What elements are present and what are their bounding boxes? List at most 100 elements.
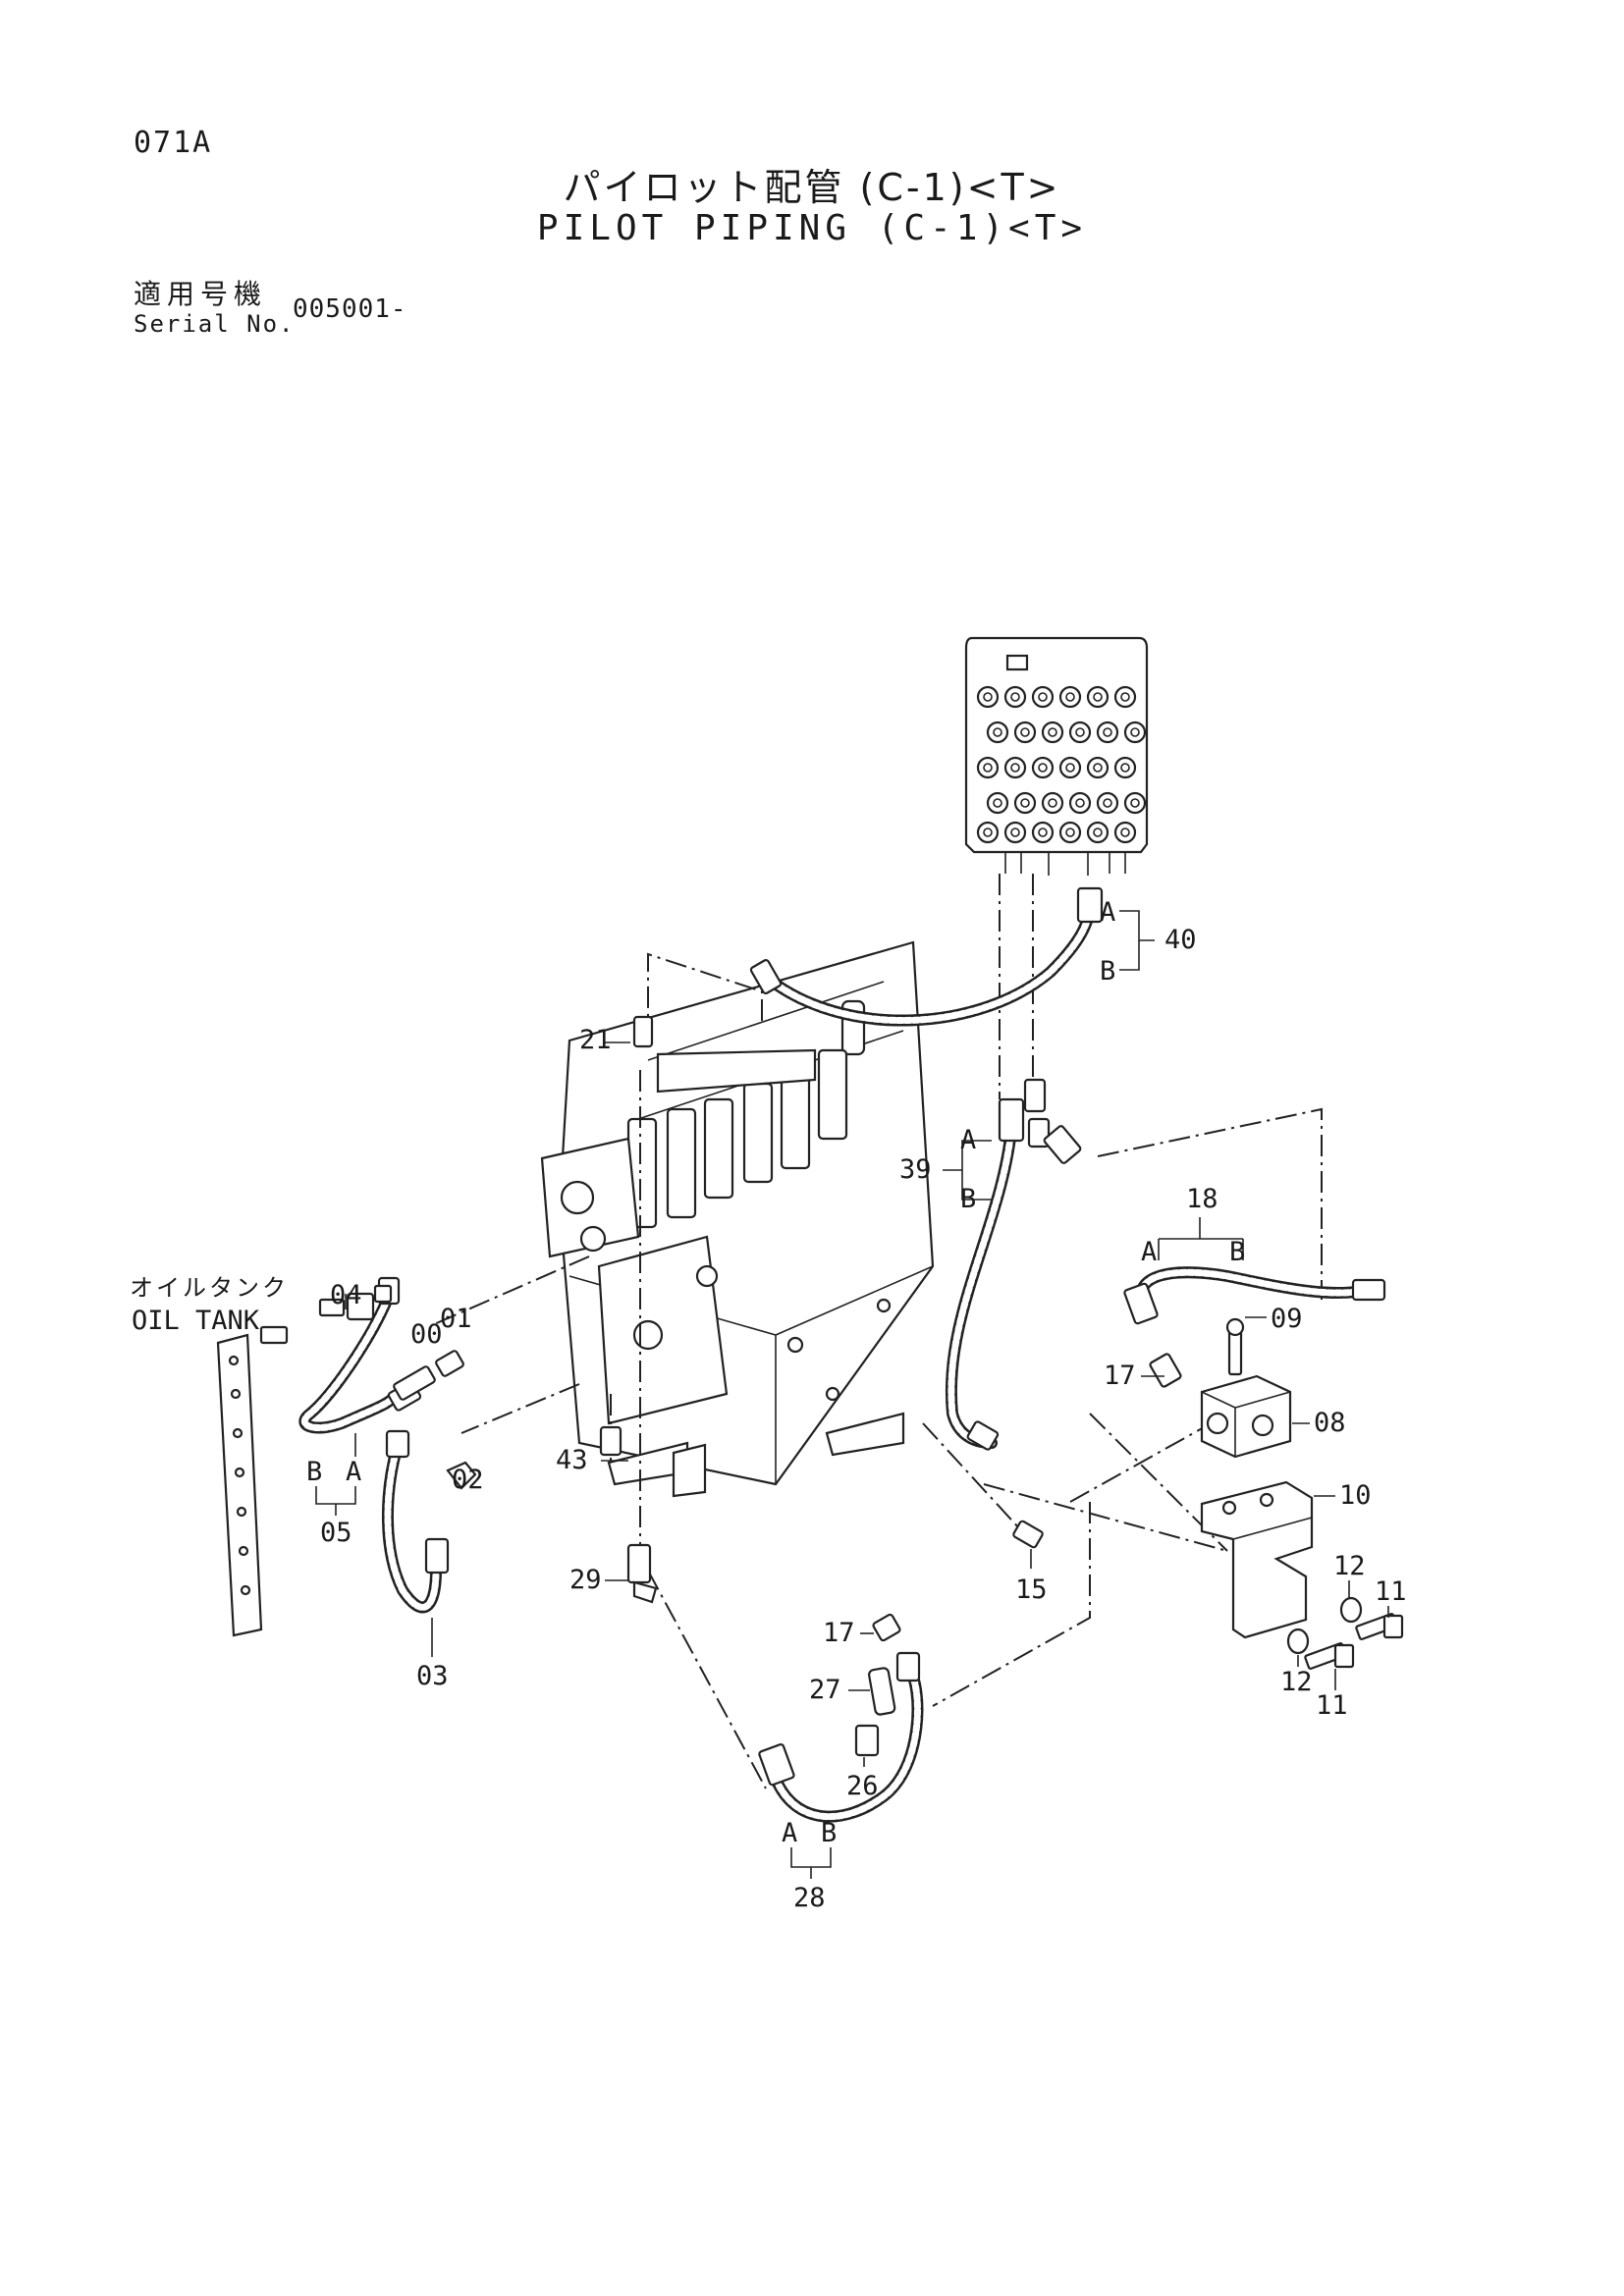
valve-port-bore [1120, 828, 1130, 837]
valve-port [1003, 685, 1027, 709]
callout-09: 09 [1271, 1304, 1303, 1334]
valve-port-bore [1075, 798, 1085, 808]
hose-39-end-a: A [960, 1125, 976, 1155]
valve-port [1031, 821, 1055, 844]
oil-tank-label-japanese: オイルタンク [130, 1274, 289, 1302]
hose-28-end-b: B [821, 1818, 837, 1848]
valve-port [1058, 821, 1082, 844]
pilot-valve-block [964, 636, 1149, 876]
valve-port [976, 821, 1000, 844]
valve-port-bore [1130, 727, 1140, 737]
callout-08: 08 [1314, 1408, 1346, 1438]
callout-15: 15 [1015, 1575, 1048, 1605]
valve-port [1068, 721, 1092, 744]
callout-12-upper: 12 [1333, 1551, 1366, 1581]
oil-tank-plate [216, 1333, 263, 1637]
valve-port-bore [993, 727, 1002, 737]
valve-port [1013, 721, 1037, 744]
title-japanese: パイロット配管 (C-1)<T> [563, 166, 1061, 209]
valve-port-bore [1010, 692, 1020, 702]
valve-port [1113, 685, 1137, 709]
callout-01: 01 [440, 1304, 472, 1334]
callout-12-lower: 12 [1280, 1667, 1313, 1697]
hose-05-end-a: A [346, 1457, 361, 1487]
valve-port [1058, 685, 1082, 709]
valve-port [976, 756, 1000, 779]
callouts: 21 A B 40 A B 39 18 A B 09 17 08 10 12 1… [130, 897, 1407, 1913]
hose-18 [1123, 1266, 1386, 1325]
hose-28-end-a: A [782, 1818, 797, 1848]
valve-port-bore [983, 763, 993, 773]
callout-02: 02 [452, 1465, 484, 1495]
hose-39-end-b: B [960, 1184, 976, 1214]
valve-port-bore [1065, 692, 1075, 702]
valve-port-bore [1120, 763, 1130, 773]
hose-05-end-b: B [306, 1457, 322, 1487]
valve-port [976, 685, 1000, 709]
hose-39 [945, 1078, 1082, 1451]
valve-port [1068, 791, 1092, 815]
callout-27: 27 [809, 1675, 841, 1705]
oil-tank-label-english: OIL TANK [132, 1306, 260, 1336]
valve-port-bore [1093, 763, 1103, 773]
hose-03 [381, 1429, 450, 1614]
callout-28: 28 [793, 1883, 826, 1913]
callout-17-center: 17 [823, 1618, 855, 1648]
valve-port [1086, 685, 1110, 709]
serial-value: 005001- [293, 294, 407, 324]
callout-00: 00 [410, 1319, 443, 1350]
valve-port [1003, 821, 1027, 844]
valve-port-bore [1103, 798, 1112, 808]
callout-39: 39 [899, 1154, 932, 1185]
bolt-11-upper [1355, 1613, 1404, 1640]
valve-port [1041, 791, 1064, 815]
valve-port [1086, 821, 1110, 844]
valve-port-bore [1038, 692, 1048, 702]
valve-port [1096, 791, 1119, 815]
valve-port-bore [983, 692, 993, 702]
valve-port [1031, 685, 1055, 709]
hose-40-end-a: A [1100, 897, 1115, 928]
callout-11-upper: 11 [1375, 1576, 1407, 1607]
valve-port [1123, 791, 1147, 815]
valve-port [1013, 791, 1037, 815]
title-english: PILOT PIPING (C-1)<T> [536, 208, 1088, 248]
valve-port [986, 791, 1009, 815]
serial-label-japanese: 適用号機 [134, 278, 268, 310]
valve-port-bore [1120, 692, 1130, 702]
callout-40: 40 [1164, 925, 1197, 955]
valve-port [1003, 756, 1027, 779]
block-08 [1200, 1374, 1292, 1459]
valve-port-bore [1048, 727, 1057, 737]
fittings [259, 1015, 1245, 1757]
callout-11-lower: 11 [1316, 1690, 1348, 1721]
valve-port-bore [1038, 763, 1048, 773]
valve-port-bore [983, 828, 993, 837]
callout-03: 03 [416, 1661, 449, 1691]
valve-port [1041, 721, 1064, 744]
valve-port [1031, 756, 1055, 779]
valve-port-bore [1048, 798, 1057, 808]
hose-40-end-b: B [1100, 956, 1115, 987]
hose-28 [758, 1651, 924, 1823]
valve-port [986, 721, 1009, 744]
callout-29: 29 [569, 1565, 602, 1595]
hose-18-end-b: B [1229, 1237, 1245, 1267]
valve-port-bore [1010, 828, 1020, 837]
valve-port-bore [1065, 763, 1075, 773]
callout-21: 21 [579, 1025, 612, 1055]
valve-port-bore [1075, 727, 1085, 737]
valve-port-bore [1130, 798, 1140, 808]
valve-port [1086, 756, 1110, 779]
valve-port-bore [1103, 727, 1112, 737]
valve-port-bore [1093, 828, 1103, 837]
hose-18-end-a: A [1141, 1237, 1157, 1267]
bolt-11-lower [1304, 1642, 1355, 1670]
valve-port-bore [1010, 763, 1020, 773]
callout-17-right: 17 [1104, 1361, 1136, 1391]
valve-port-bore [993, 798, 1002, 808]
callout-43: 43 [556, 1445, 588, 1475]
valve-port-bore [1020, 727, 1030, 737]
hose-40 [749, 886, 1104, 1027]
